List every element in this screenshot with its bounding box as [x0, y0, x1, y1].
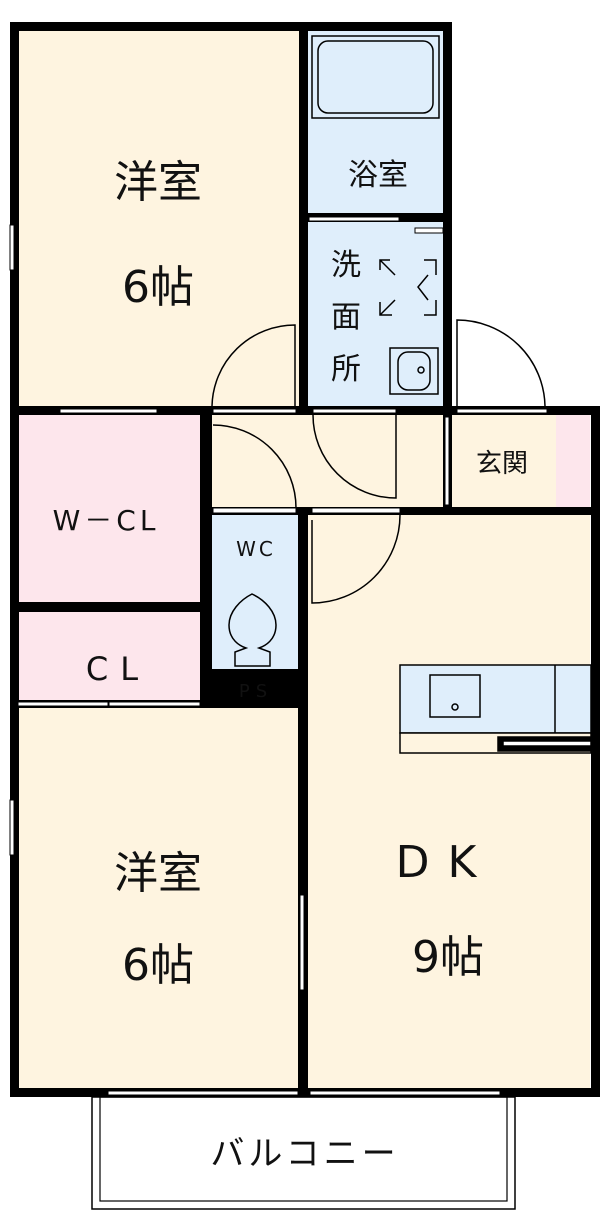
dk-size: 9帖	[412, 932, 484, 983]
room-dk	[308, 515, 590, 1088]
entrance-name: 玄関	[476, 449, 528, 479]
entrance-step	[556, 415, 590, 507]
washroom-name-2: 面	[331, 300, 361, 335]
washroom-name-3: 所	[331, 352, 361, 387]
western1-size: 6帖	[122, 262, 194, 313]
toilet	[228, 593, 277, 667]
bathtub	[311, 35, 440, 119]
door-swings	[211, 319, 546, 604]
balcony-name: バルコニー	[210, 1134, 399, 1174]
room-walk-in-closet	[18, 415, 200, 603]
room-closet	[18, 612, 200, 702]
room-wc	[212, 515, 298, 669]
room-washroom	[308, 222, 443, 407]
western2-name: 洋室	[114, 848, 202, 899]
washroom-name-1: 洗	[331, 248, 361, 283]
hallway	[212, 415, 452, 507]
openings	[9, 216, 548, 1096]
wash-basin	[389, 347, 439, 395]
washing-machine-space	[379, 259, 437, 316]
room-western2	[18, 708, 298, 1088]
room-bath	[308, 30, 443, 215]
wc-name: WC	[236, 537, 276, 561]
western1-name: 洋室	[114, 157, 202, 208]
walk-in-closet-name: W－CL	[53, 504, 160, 537]
room-western1	[18, 30, 300, 407]
kitchen-counter	[399, 664, 592, 754]
western2-size: 6帖	[122, 940, 194, 991]
dk-name: DK	[396, 837, 495, 888]
room-entrance	[452, 415, 556, 507]
bath-name: 浴室	[348, 158, 408, 193]
pipe-space-name: PS	[239, 681, 273, 702]
closet-name: CL	[86, 650, 150, 688]
